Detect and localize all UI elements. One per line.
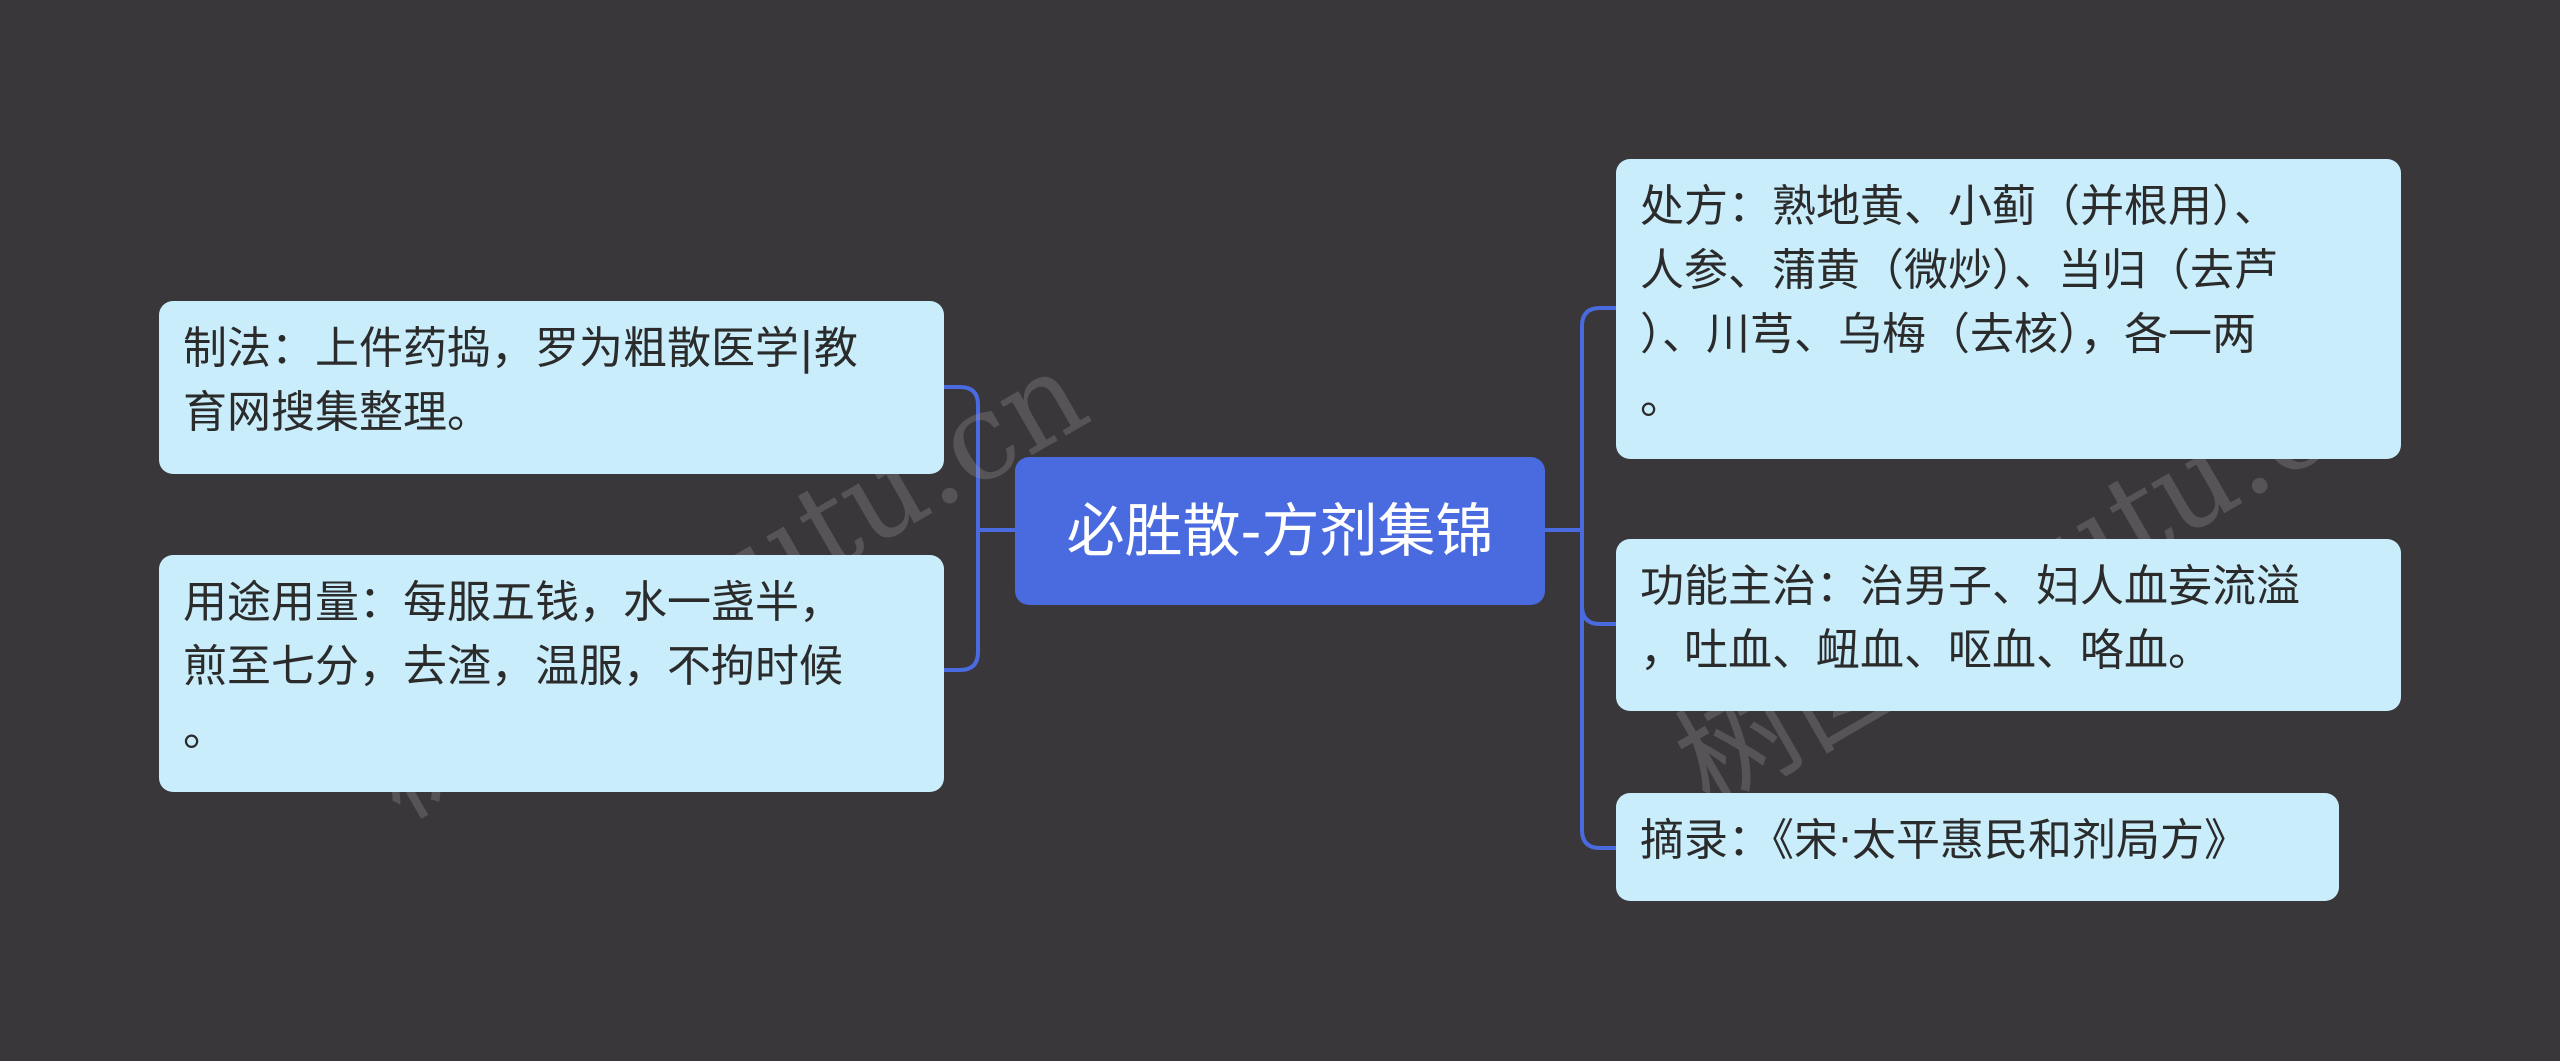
- branch-source[interactable]: 摘录：《宋·太平惠民和剂局方》: [1616, 793, 2339, 901]
- connector-left-1: [944, 385, 980, 530]
- branch-prescription[interactable]: 处方：熟地黄、小蓟（并根用）、 人参、蒲黄（微炒）、当归（去芦 ）、川芎、乌梅（…: [1616, 159, 2401, 459]
- connector-right-1: [1580, 306, 1616, 530]
- central-topic[interactable]: 必胜散-方剂集锦: [1015, 457, 1545, 605]
- connector-left-2: [944, 530, 980, 672]
- connector-right-2: [1580, 530, 1616, 626]
- branch-indications[interactable]: 功能主治：治男子、妇人血妄流溢 ，吐血、衄血、呕血、咯血。: [1616, 539, 2401, 711]
- branch-preparation[interactable]: 制法：上件药捣，罗为粗散医学|教 育网搜集整理。: [159, 301, 944, 474]
- connector-right-3: [1580, 530, 1616, 850]
- branch-usage-dosage[interactable]: 用途用量：每服五钱，水一盏半， 煎至七分，去渣，温服，不拘时候 。: [159, 555, 944, 792]
